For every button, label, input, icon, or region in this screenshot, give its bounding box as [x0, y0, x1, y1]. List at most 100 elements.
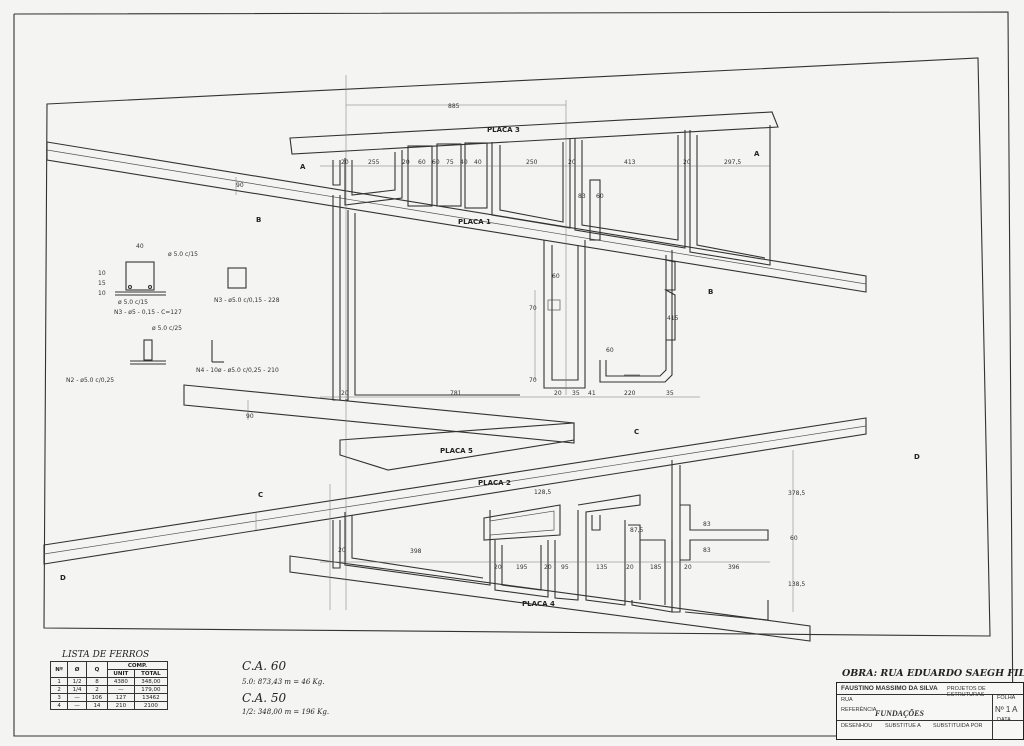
col-total: TOTAL: [133, 669, 169, 678]
detail-stirrup-label: ø 5.0 c/15: [168, 251, 198, 258]
dim-top-7: 40: [460, 159, 468, 166]
slab-placa-4: [289, 555, 811, 642]
office-name: PROJETOS DE ESTRUTURAS: [947, 686, 986, 698]
dim-top-1: 20: [341, 159, 349, 166]
slab-placa-3: [289, 111, 779, 155]
dim-top-4: 60: [418, 159, 426, 166]
detail-a-caption: N3 - ø5 - 0,15 - C=127: [114, 309, 182, 316]
dim-misc-14: 378,5: [788, 490, 805, 497]
drawing-frame: [43, 57, 991, 637]
detail-a-label: ø 5.0 c/15: [118, 299, 148, 306]
section-mark-c-left: C: [258, 491, 263, 499]
ca50-title: C.A. 50: [242, 691, 286, 705]
dim-bot-5: 20: [544, 564, 552, 571]
dim-misc-10: 128,5: [534, 489, 551, 496]
col-unit: UNIT: [106, 669, 135, 678]
section-mark-b-left: B: [256, 216, 261, 224]
dim-misc-9: 60: [596, 193, 604, 200]
detail-drawings: [115, 261, 247, 365]
dim-bot-8: 20: [626, 564, 634, 571]
field-rua: RUA: [841, 697, 853, 703]
slab-label-placa-5: PLACA 5: [440, 447, 473, 455]
dim-mid-1: 20: [341, 390, 349, 397]
dim-top-3: 20: [402, 159, 410, 166]
section-mark-d-right: D: [914, 453, 920, 461]
dim-misc-15: 60: [790, 535, 798, 542]
table-row: 2 1/4 2 — 179,00: [49, 685, 169, 694]
dim-top-11: 413: [624, 159, 636, 166]
ca60-text: 5.0: 873,43 m = 46 Kg.: [242, 678, 324, 686]
dim-misc-13: 83: [703, 547, 711, 554]
section-mark-a-left: A: [300, 163, 306, 171]
dim-mid-2: 781: [450, 390, 462, 397]
slab-placa-2: [43, 417, 867, 565]
dim-bot-4: 195: [516, 564, 528, 571]
field-substitui: SUBSTITUE A: [885, 723, 921, 729]
dim-top-8: 40: [474, 159, 482, 166]
dim-misc-5: 60: [606, 347, 614, 354]
tb-divider-2: [837, 720, 1023, 721]
table-row: 3 — 106 127 13462: [49, 693, 169, 702]
ca50-text: 1/2: 348,00 m = 196 Kg.: [242, 708, 329, 716]
top-dimension: 885: [448, 103, 460, 110]
dim-mid-3: 20: [554, 390, 562, 397]
dim-misc-11: 87,5: [630, 527, 644, 534]
col-diam: Ø: [67, 661, 87, 678]
dim-mid-6: 220: [624, 390, 636, 397]
ca60-title: C.A. 60: [242, 659, 286, 673]
dim-top-2: 255: [368, 159, 380, 166]
dim-mid-5: 41: [588, 390, 596, 397]
dimension-lines: [235, 75, 794, 612]
col-q: Q: [85, 661, 108, 678]
section-mark-a-right: A: [754, 150, 760, 158]
tb-divider-3: [992, 694, 993, 739]
detail-b-dim-3: 15: [98, 280, 106, 287]
dim-bot-2: 398: [410, 548, 422, 555]
section-mark-b-right: B: [708, 288, 713, 296]
dim-top-5: 60: [432, 159, 440, 166]
section-mark-d-left: D: [60, 574, 66, 582]
field-referencia: REFERÊNCIA: [841, 707, 877, 713]
detail-b-dim-2: 10: [98, 270, 106, 277]
table-row: 1 1/2 8 4380 348,00: [49, 677, 169, 686]
obra-title: OBRA: RUA EDUARDO SAEGH FILHO: [842, 668, 1024, 679]
dim-misc-7: 83: [578, 193, 586, 200]
dim-bot-10: 20: [684, 564, 692, 571]
detail-b-caption: N3 - ø5.0 c/0,15 - 228: [214, 297, 280, 304]
dim-top-13: 297,5: [724, 159, 741, 166]
table-row: 4 — 14 210 2100: [49, 701, 169, 710]
dim-misc-8: 90: [246, 413, 254, 420]
dim-top-9: 250: [526, 159, 538, 166]
slab-label-placa-3: PLACA 3: [487, 126, 520, 134]
title-block: FAUSTINO MASSIMO DA SILVA PROJETOS DE ES…: [836, 682, 1024, 740]
col-n: Nº: [49, 661, 69, 678]
dim-bot-1: 20: [338, 547, 346, 554]
dim-misc-4: 60: [552, 273, 560, 280]
dim-misc-6: 415: [667, 315, 679, 322]
dim-misc-16: 138,5: [788, 581, 805, 588]
detail-b-dim-1: 40: [136, 243, 144, 250]
tb-divider-1: [837, 694, 1023, 695]
dim-bot-3: 20: [494, 564, 502, 571]
dim-bot-7: 135: [596, 564, 608, 571]
field-substituida: SUBSTITUIDA POR: [933, 723, 983, 729]
slab-label-placa-4: PLACA 4: [522, 600, 555, 608]
dim-misc-3: 70: [529, 377, 537, 384]
detail-b-dim-4: 10: [98, 290, 106, 297]
folha-value: Nº 1 A: [995, 705, 1018, 714]
dim-misc-2: 70: [529, 305, 537, 312]
slab-label-placa-2: PLACA 2: [478, 479, 511, 487]
slab-placa-5-lower: [339, 422, 575, 471]
rebar-table: Nº Ø Q COMP. UNIT TOTAL 1 1/2 8 4380 348…: [49, 661, 169, 710]
dim-top-6: 75: [446, 159, 454, 166]
field-desenhou: DESENHOU: [841, 723, 873, 729]
section-mark-c-right: C: [634, 428, 639, 436]
detail-c-caption: N4 - 10ø - ø5.0 c/0,25 - 210: [196, 367, 279, 374]
detail-c-label: ø 5.0 c/25: [152, 325, 182, 332]
dim-bot-11: 396: [728, 564, 740, 571]
slab-strip-top: [46, 141, 867, 293]
slab-placa-5: [183, 384, 575, 444]
col-comp: COMP.: [106, 661, 169, 670]
